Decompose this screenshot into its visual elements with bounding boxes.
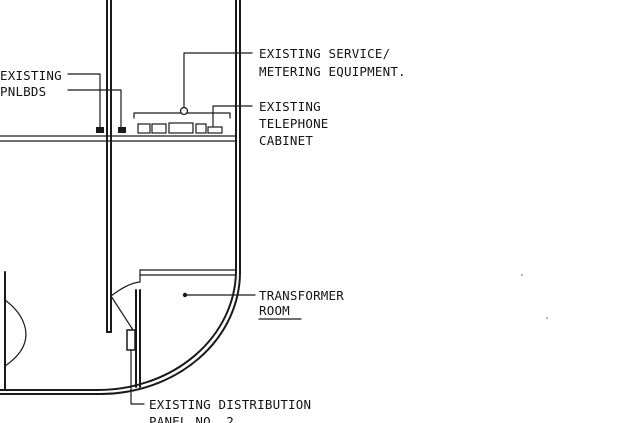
distribution-panel-symbol — [126, 329, 136, 351]
label-telephone-line-1: EXISTING — [259, 99, 321, 114]
leader-panelboards-1 — [67, 73, 101, 128]
door-leaf — [110, 295, 134, 331]
speck-2 — [546, 317, 548, 319]
leader-dot-service — [179, 106, 189, 116]
label-transformer-line-1: TRANSFORMER — [259, 288, 344, 303]
metering-unit-1 — [137, 123, 151, 134]
metering-unit-3 — [168, 122, 194, 134]
left-room-arc — [4, 299, 27, 367]
service-metering-equipment — [96, 122, 223, 134]
transformer-room-walls — [110, 269, 237, 388]
door-swing-arc — [110, 281, 141, 297]
label-panelboards-line-1: EXISTING — [0, 68, 62, 83]
curved-wall-inner — [97, 271, 237, 391]
label-telephone-line-2: TELEPHONE — [259, 116, 329, 131]
label-distribution-line-1: EXISTING DISTRIBUTION — [149, 397, 311, 412]
building-walls — [0, 0, 241, 395]
metering-unit-2 — [151, 123, 167, 134]
label-panelboards-line-2: PNLBDS — [0, 84, 46, 99]
speck-1 — [521, 274, 523, 276]
label-transformer-line-2: ROOM — [259, 303, 290, 318]
panelboard-symbol-1 — [96, 127, 104, 133]
label-distribution-line-2: PANEL NO. 2 — [149, 414, 234, 423]
label-telephone-line-3: CABINET — [259, 133, 313, 148]
leader-lines — [67, 52, 256, 405]
leader-panelboards-2 — [67, 89, 122, 128]
curved-wall-outer — [99, 271, 241, 395]
label-service-line-1: EXISTING SERVICE/ — [259, 46, 390, 61]
leader-telephone — [212, 105, 253, 127]
leader-service-equipment — [183, 52, 253, 111]
label-service-line-2: METERING EQUIPMENT. — [259, 64, 406, 79]
left-room-fragment — [4, 271, 27, 391]
leader-distribution-panel — [130, 349, 145, 405]
panelboard-symbol-2 — [118, 127, 126, 133]
leader-dot-transformer — [182, 292, 188, 298]
metering-unit-4 — [195, 123, 207, 134]
telephone-cabinet-symbol — [207, 126, 223, 134]
